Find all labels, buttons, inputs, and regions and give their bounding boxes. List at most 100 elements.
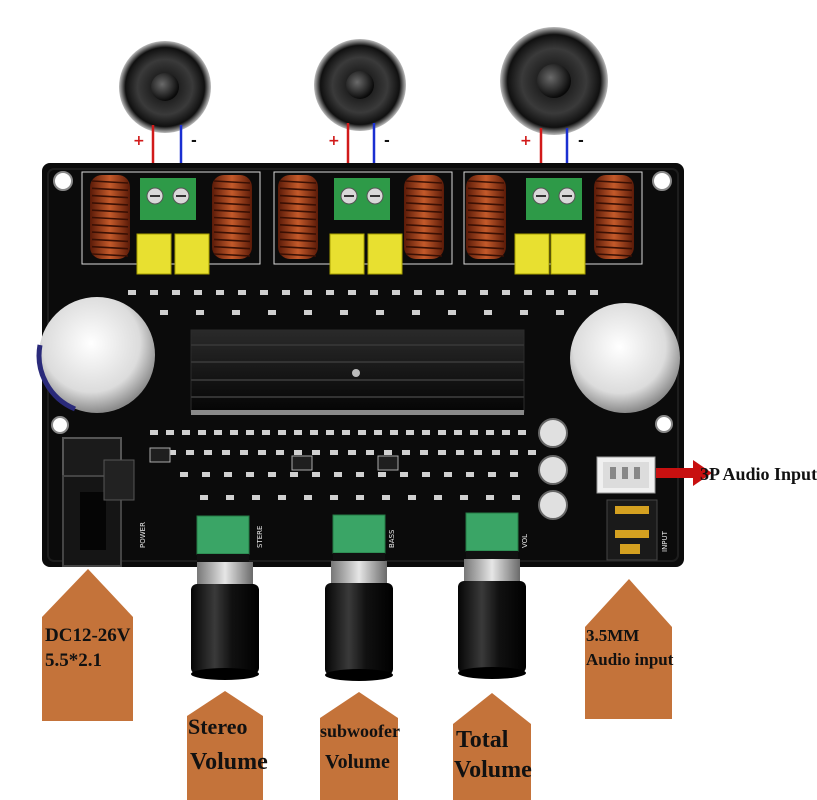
silk-bass: BASS	[388, 529, 396, 548]
smd-part	[330, 450, 338, 455]
screw-terminal-left	[140, 178, 196, 220]
smd-part	[374, 430, 382, 435]
smd-part	[438, 430, 446, 435]
film-capacitors	[136, 233, 586, 275]
smd-part	[512, 495, 520, 500]
label-3p-audio-input: 3P Audio Input	[700, 464, 817, 484]
smd-part	[290, 472, 298, 477]
smd-part	[268, 310, 276, 315]
smd-part	[312, 450, 320, 455]
smd-part	[448, 310, 456, 315]
smd-part	[128, 290, 136, 295]
smd-part	[466, 472, 474, 477]
smd-part	[384, 450, 392, 455]
small-capacitors	[538, 418, 568, 520]
smd-part	[168, 450, 176, 455]
speaker-icon-left	[119, 41, 211, 133]
speaker-icon-center	[314, 39, 406, 131]
smd-part	[420, 450, 428, 455]
smd-part	[524, 290, 532, 295]
smd-part	[334, 472, 342, 477]
label-total-volume: Volume	[454, 757, 532, 783]
screw-terminal-right	[526, 178, 582, 220]
smd-part	[358, 430, 366, 435]
smd-part	[520, 310, 528, 315]
smd-components	[128, 290, 598, 500]
arrow-icon-jack	[585, 579, 672, 719]
ic-chip	[149, 447, 171, 463]
smd-part	[422, 472, 430, 477]
smd-part	[370, 290, 378, 295]
smd-part	[510, 450, 518, 455]
polarity-minus-center: -	[384, 133, 390, 149]
smd-part	[342, 430, 350, 435]
knob-bass	[325, 561, 393, 681]
dc-power-jack	[62, 437, 135, 567]
smd-part	[304, 495, 312, 500]
smd-part	[366, 450, 374, 455]
smd-part	[214, 430, 222, 435]
inductor-coil	[466, 175, 506, 259]
smd-part	[304, 310, 312, 315]
screw-terminal-center	[334, 178, 390, 220]
polarity-minus-right: -	[578, 133, 584, 149]
smd-part	[492, 450, 500, 455]
polarity-plus-center: +	[328, 133, 340, 149]
smd-part	[378, 472, 386, 477]
smd-part	[356, 472, 364, 477]
smd-part	[222, 450, 230, 455]
smd-part	[444, 472, 452, 477]
smd-part	[226, 495, 234, 500]
smd-part	[502, 290, 510, 295]
smd-part	[260, 290, 268, 295]
smd-part	[348, 290, 356, 295]
polarity-minus-left: -	[191, 133, 197, 149]
smd-part	[230, 430, 238, 435]
smd-part	[518, 430, 526, 435]
smd-part	[412, 310, 420, 315]
arrow-icon-subwoofer	[320, 692, 398, 800]
potentiometer-volume	[465, 512, 519, 559]
smd-part	[356, 495, 364, 500]
speaker-icon-right	[500, 27, 608, 135]
smd-part	[438, 450, 446, 455]
smd-part	[204, 450, 212, 455]
electrolytic-capacitor-left	[36, 297, 155, 413]
smd-part	[282, 290, 290, 295]
smd-part	[246, 472, 254, 477]
potentiometer-stereo	[196, 515, 250, 562]
smd-part	[376, 310, 384, 315]
smd-part	[406, 430, 414, 435]
smd-part	[436, 290, 444, 295]
inductor-coil	[594, 175, 634, 259]
smd-part	[304, 290, 312, 295]
smd-part	[470, 430, 478, 435]
smd-part	[150, 430, 158, 435]
smd-part	[340, 310, 348, 315]
smd-part	[160, 310, 168, 315]
knob-volume	[458, 559, 526, 679]
smd-part	[454, 430, 462, 435]
smd-part	[238, 290, 246, 295]
smd-part	[326, 290, 334, 295]
inductor-coil	[90, 175, 130, 259]
label-subwoofer: subwoofer	[320, 721, 400, 741]
smd-part	[568, 290, 576, 295]
heatsink	[190, 329, 525, 415]
smd-part	[196, 310, 204, 315]
smd-part	[502, 430, 510, 435]
smd-part	[200, 495, 208, 500]
smd-part	[434, 495, 442, 500]
smd-part	[456, 450, 464, 455]
smd-part	[330, 495, 338, 500]
smd-part	[486, 430, 494, 435]
label-stereo-volume: Volume	[190, 749, 268, 775]
smd-part	[172, 290, 180, 295]
smd-part	[414, 290, 422, 295]
smd-part	[202, 472, 210, 477]
label-subwoofer-volume: Volume	[325, 751, 390, 773]
audio-jack-3-5mm	[606, 499, 658, 561]
smd-part	[258, 450, 266, 455]
silk-vol: VOL	[521, 533, 529, 548]
label-jack-audio-input: Audio input	[586, 650, 674, 669]
